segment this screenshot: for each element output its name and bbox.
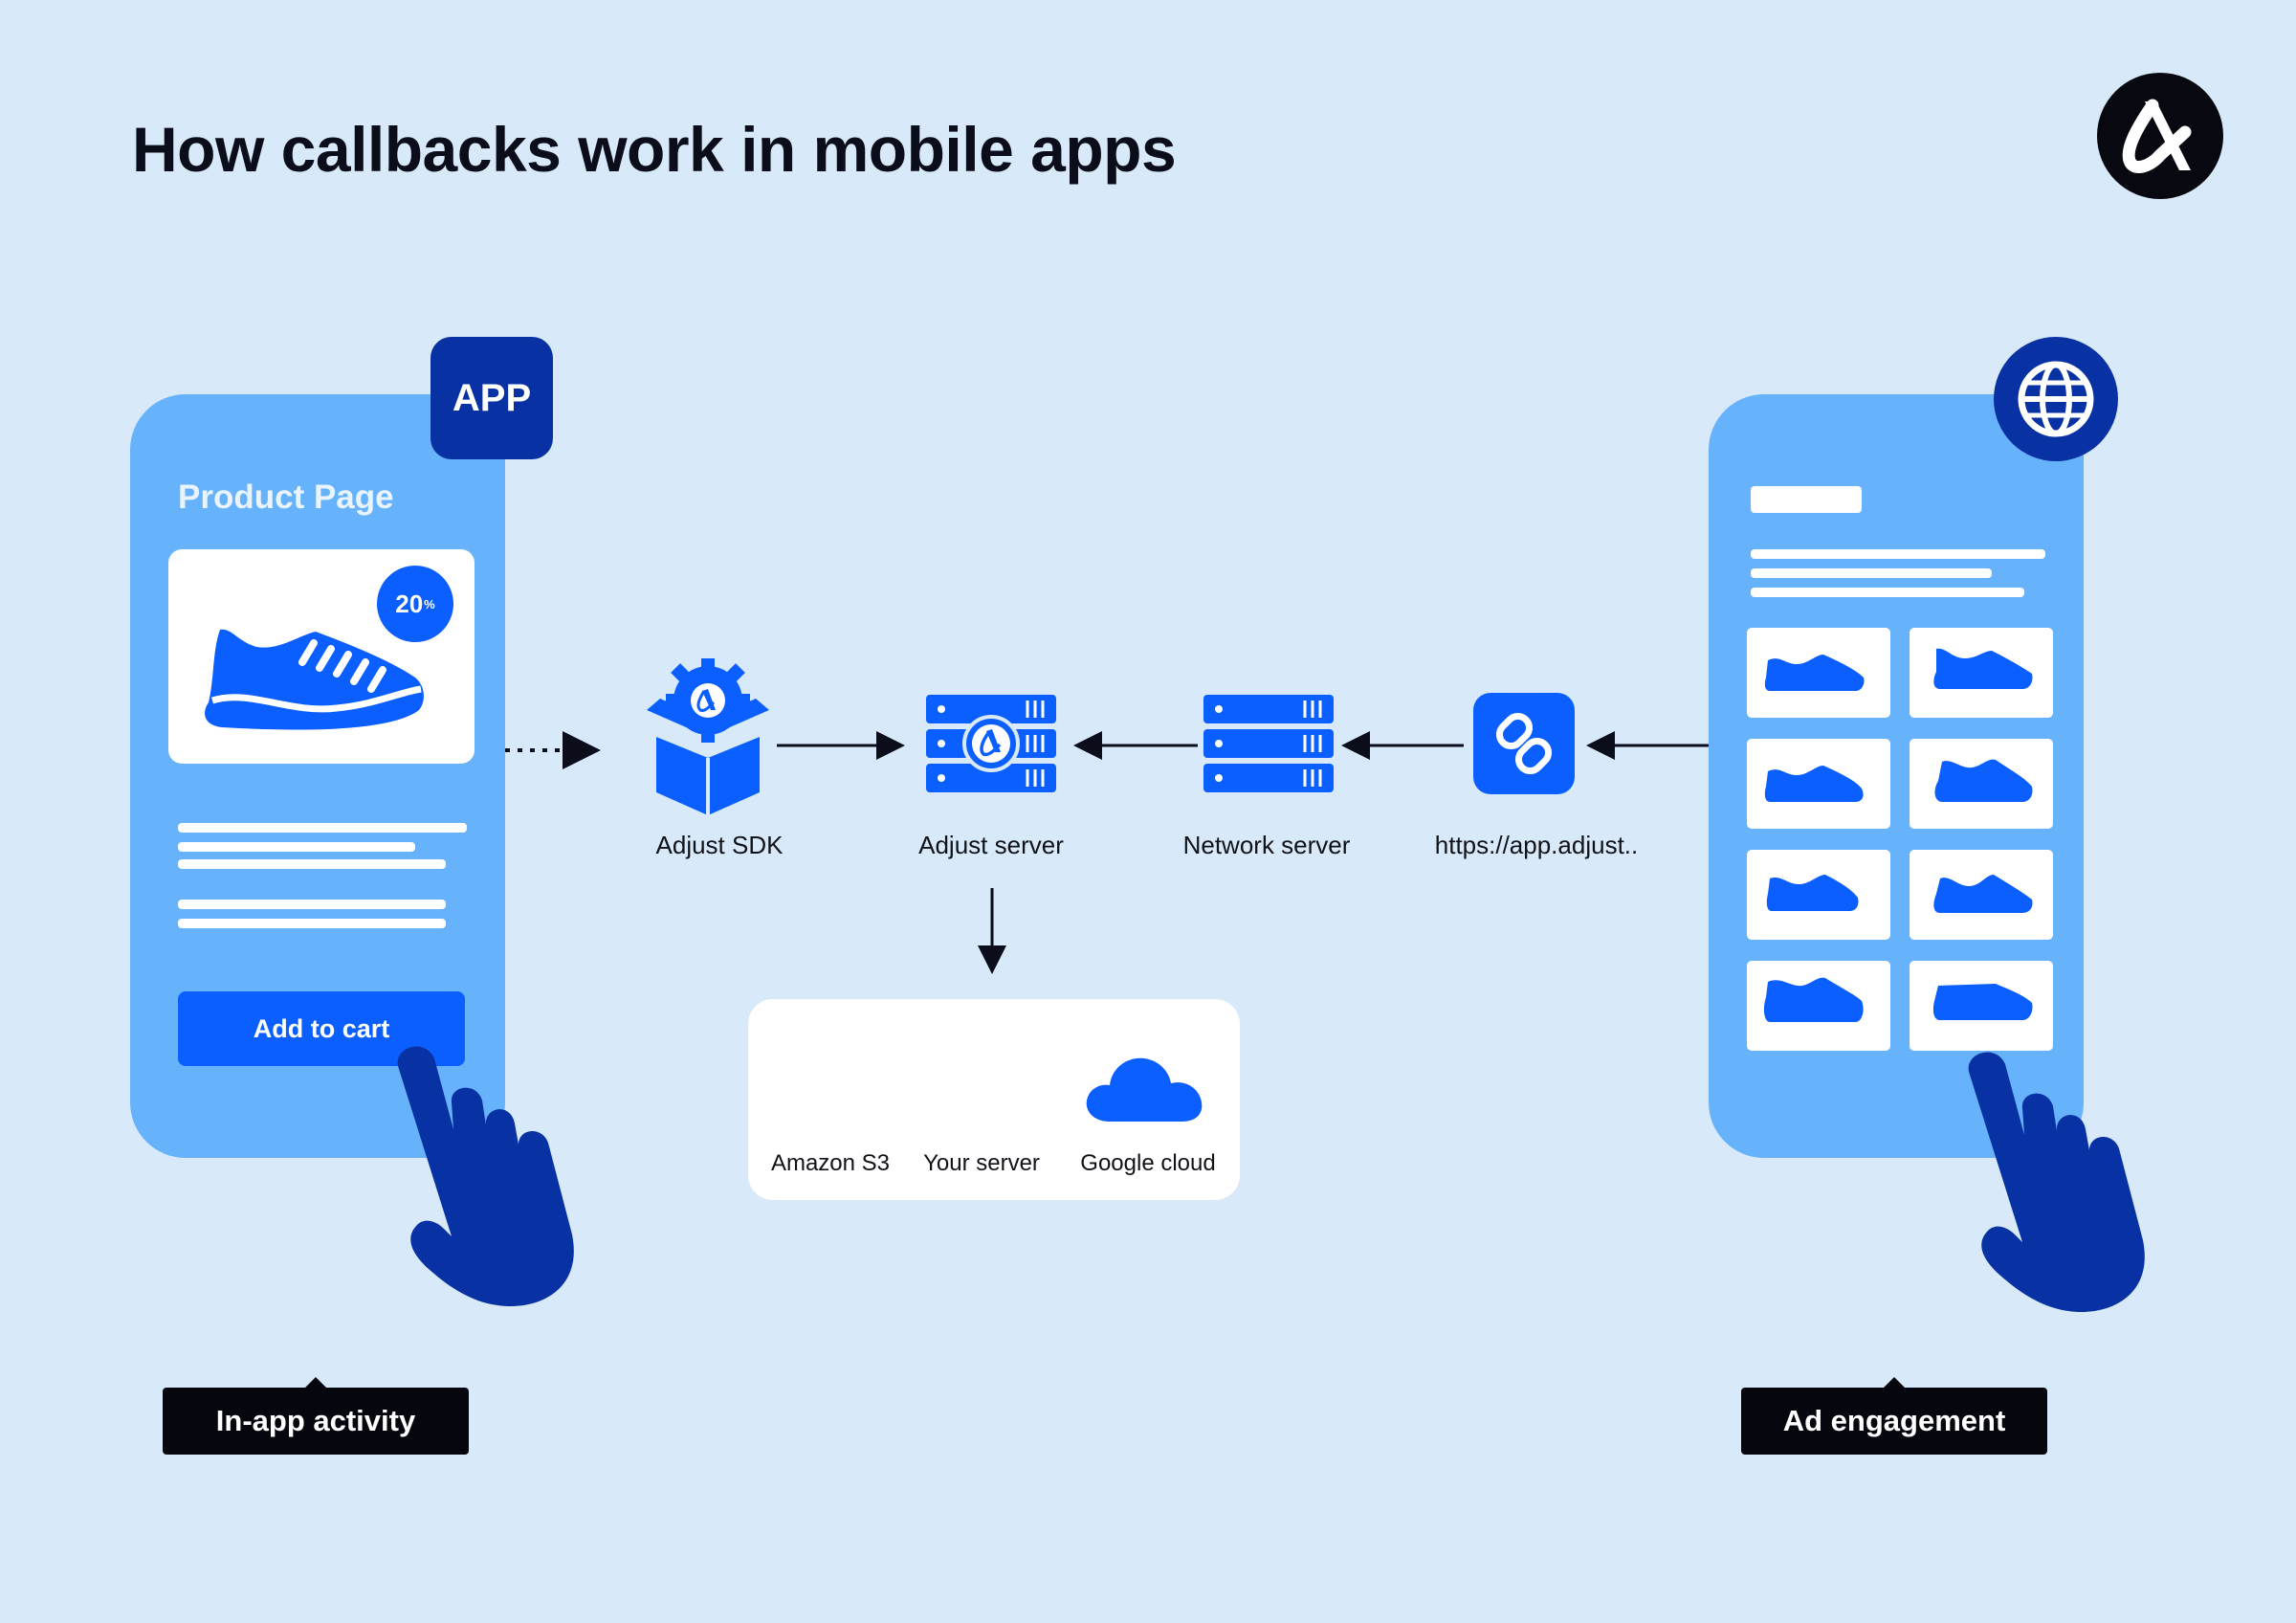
amazon-s3-label: Amazon S3 xyxy=(770,1150,891,1176)
text-line xyxy=(178,919,446,928)
adjust-logo xyxy=(2097,73,2223,199)
in-app-activity-tag: In-app activity xyxy=(163,1377,469,1455)
adjust-logo-icon xyxy=(2122,99,2192,173)
globe-icon xyxy=(2018,361,2094,437)
pointing-hand-icon xyxy=(1968,1052,2145,1313)
adjust-sdk-label: Adjust SDK xyxy=(655,831,784,859)
app-badge: APP xyxy=(430,337,553,459)
product-page-title: Product Page xyxy=(178,478,394,516)
ad-engagement-tag: Ad engagement xyxy=(1741,1377,2047,1455)
shoe-icon xyxy=(205,629,424,730)
adjust-server-label: Adjust server xyxy=(918,831,1064,859)
text-line xyxy=(178,900,446,909)
cloud-icon xyxy=(1086,1057,1203,1122)
text-line xyxy=(1751,549,2045,559)
globe-badge xyxy=(1994,337,2118,461)
network-server-label: Network server xyxy=(1182,831,1351,859)
text-line xyxy=(178,823,467,833)
google-cloud-label: Google cloud xyxy=(1080,1150,1216,1176)
text-line xyxy=(178,842,415,852)
your-server-label: Your server xyxy=(923,1150,1040,1176)
product-card[interactable] xyxy=(168,549,475,764)
link-chain-icon xyxy=(1473,693,1575,794)
page-title: How callbacks work in mobile apps xyxy=(132,114,1177,185)
ad-heading-bar xyxy=(1751,486,1862,513)
server-rack-icon xyxy=(1203,695,1334,792)
text-line xyxy=(1751,588,2024,597)
pointing-hand-icon xyxy=(397,1046,574,1307)
server-rack-icon xyxy=(926,695,1056,792)
tracking-link-label[interactable]: https://app.adjust.. xyxy=(1434,831,1639,859)
text-line xyxy=(1751,568,1992,578)
discount-badge: 20% xyxy=(377,566,453,642)
sdk-box-gear-icon xyxy=(647,658,769,815)
text-line xyxy=(178,859,446,869)
callback-destinations: Amazon S3 Your server Google cloud xyxy=(748,999,1240,1200)
